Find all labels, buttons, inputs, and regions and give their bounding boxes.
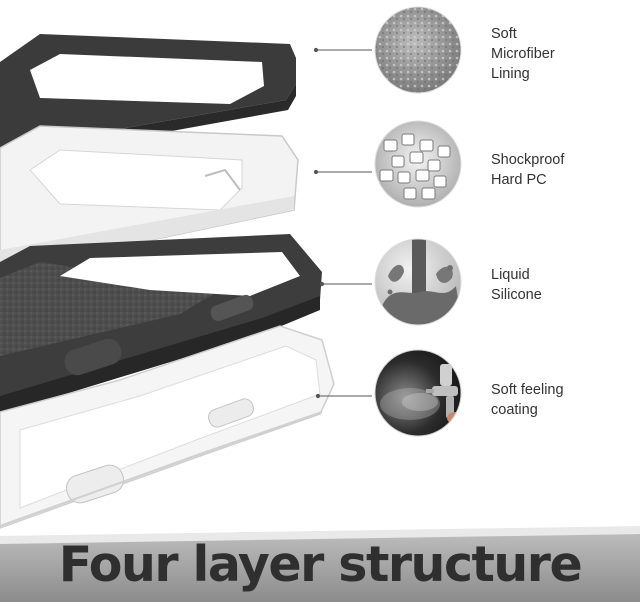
layer-label-hard-pc: Shockproof Hard PC bbox=[491, 150, 631, 190]
microfiber-texture-icon bbox=[374, 6, 462, 94]
spray-gun-icon bbox=[374, 349, 462, 437]
layer-label-coating: Soft feeling coating bbox=[491, 380, 631, 420]
layer-label-silicone: Liquid Silicone bbox=[491, 265, 631, 305]
layer-label-line: Liquid bbox=[491, 267, 530, 283]
coating-layer-shell bbox=[0, 325, 335, 529]
layer-label-line: Hard PC bbox=[491, 172, 547, 188]
layer-label-line: Silicone bbox=[491, 287, 542, 303]
layer-label-line: Soft feeling bbox=[491, 382, 564, 398]
layer-label-line: Shockproof bbox=[491, 152, 565, 168]
layer-label-line: Lining bbox=[491, 66, 530, 82]
page-title: Four layer structure bbox=[58, 536, 583, 593]
layer-label-microfiber: Soft Microfiber Lining bbox=[491, 24, 631, 84]
silicone-layer-shell bbox=[0, 234, 322, 414]
title-band bbox=[0, 526, 640, 602]
layer-label-line: coating bbox=[491, 402, 538, 418]
leader-lines bbox=[313, 47, 372, 399]
layer-label-line: Soft bbox=[491, 26, 517, 42]
silicone-pour-icon bbox=[374, 238, 462, 326]
layer-label-line: Microfiber bbox=[491, 46, 555, 62]
title-bar: Four layer structure bbox=[0, 528, 640, 602]
pc-granules-icon bbox=[374, 120, 462, 208]
